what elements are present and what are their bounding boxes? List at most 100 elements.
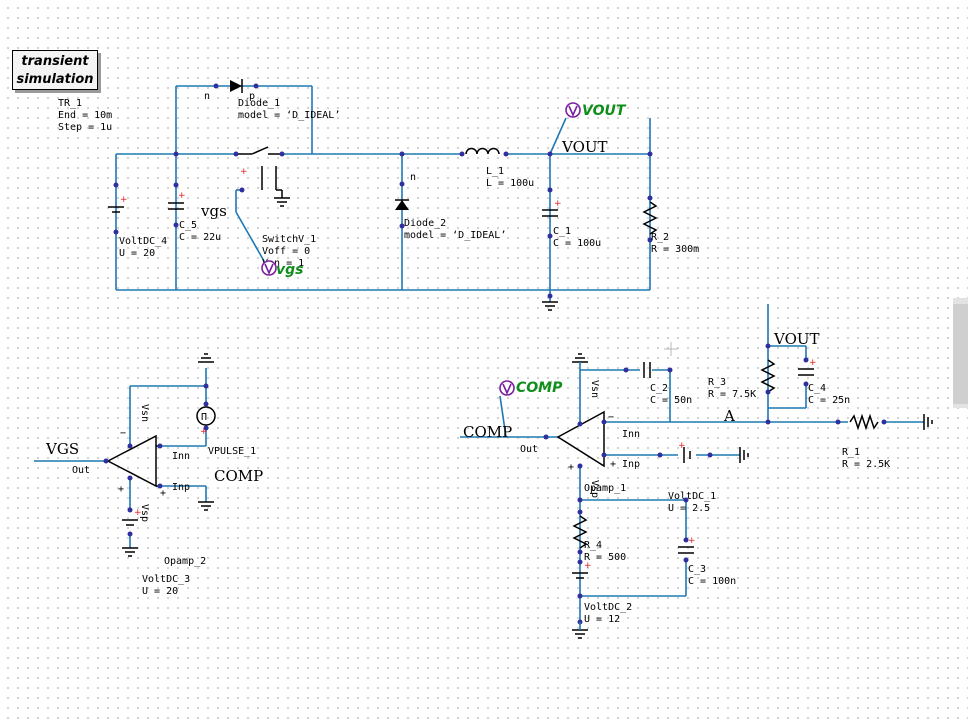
opamp1-inp: Inp [622,459,640,470]
l1-name: L_1 [486,166,504,177]
opamp2-vsn: Vsn [139,404,150,422]
vpulse-1[interactable]: Π [196,406,216,426]
diode-1[interactable] [230,79,243,93]
probe-vout-label: VOUT [582,103,627,119]
ground-vpulse [198,353,214,363]
opamp2-inp: Inp [172,482,190,493]
diode2-n-label: n [410,172,416,183]
probe-vgs[interactable]: vgs [261,260,303,278]
opamp1-vsn: Vsn [589,380,600,398]
ground-power [542,301,558,311]
volt2-name: VoltDC_2 [584,602,632,613]
probe-vout[interactable]: VOUT [565,102,627,119]
opamp-1[interactable] [556,410,605,468]
ground-volt2 [572,629,588,639]
r3-val: R = 7.5K [708,389,756,400]
r2-val: R = 300m [651,244,699,255]
volt2-val: U = 12 [584,614,620,625]
r1-val: R = 2.5K [842,459,890,470]
opamp1-plusmark: + [568,462,574,473]
resistor-r2[interactable] [642,201,658,235]
probe-comp-label: COMP [516,380,563,396]
capacitor-c4[interactable] [798,368,814,376]
capacitor-c2[interactable] [643,362,651,378]
c4-name: C_4 [808,383,826,394]
c4-val: C = 25n [808,395,850,406]
c3-name: C_3 [688,564,706,575]
diode1-model: model = ‘D_IDEAL’ [238,110,340,121]
resistor-r3[interactable] [760,359,776,393]
inductor-l1[interactable] [465,147,500,155]
volt1-plus: + [678,441,686,451]
c5-plus: + [178,191,186,201]
opamp-2[interactable] [106,434,160,488]
sim-block-line1: transient [21,54,89,69]
vertical-scrollbar-thumb[interactable] [953,304,968,404]
opamp1-wires [460,304,924,622]
switch-name: SwitchV_1 [262,234,316,245]
opamp2-name: Opamp_2 [164,556,206,567]
cursor-crosshair [664,342,678,356]
tr1-name: TR_1 [58,98,82,109]
ground-volt1 [739,447,749,463]
probe-vgs-label: vgs [276,262,303,278]
sim-block-line2: simulation [16,72,94,87]
diode2-model: model = ‘D_IDEAL’ [404,230,506,241]
volt3-val: U = 20 [142,586,178,597]
r4-name: R_4 [584,540,602,551]
c2-name: C_2 [650,383,668,394]
tr1-end: End = 10m [58,110,112,121]
opamp1-out: Out [520,444,538,455]
switch-plus: + [240,167,248,177]
ground-opamp2-inp [198,501,214,511]
net-label-VGS: VGS [45,440,79,458]
switch-von: Von = 1 [262,258,304,269]
c1-val: C = 100u [553,238,601,249]
net-label-A: A [723,407,735,425]
opamp2-inp-plus: + [160,488,166,499]
volt4-name: VoltDC_4 [119,236,167,247]
r4-val: R = 500 [584,552,626,563]
capacitor-c3[interactable] [678,546,694,554]
net-label-vgs-upper: vgs [200,202,227,220]
c5-name: C_5 [179,220,197,231]
diode-2[interactable] [395,199,409,210]
vpulse-plus: + [200,427,208,437]
c3-plus: + [688,536,696,546]
opamp1-inn: Inn [622,429,640,440]
opamp2-out: Out [72,465,90,476]
voltdc-4[interactable] [108,206,124,213]
opamp1-minus: − [608,412,614,423]
tr1-step: Step = 1u [58,122,112,133]
power-stage-wires [115,85,651,302]
c1-plus: + [554,199,562,209]
net-label-COMP-left: COMP [214,467,263,485]
capacitor-c5[interactable] [168,202,184,210]
volt4-val: U = 20 [119,248,155,259]
volt1-name: VoltDC_1 [668,491,716,502]
opamp2-minus: − [120,428,126,439]
opamp2-plusmark: + [118,484,124,495]
volt4-plus: + [120,195,128,205]
switch-v1[interactable] [236,146,290,207]
resistor-r1[interactable] [849,413,879,431]
volt2-plus: + [584,561,592,571]
transient-simulation-block[interactable]: transient simulation [12,50,98,90]
c1-name: C_1 [553,226,571,237]
diode2-name: Diode_2 [404,218,446,229]
voltdc-3[interactable] [122,519,138,526]
opamp2-vsp: Vsp [139,504,150,522]
probe-comp[interactable]: COMP [499,380,563,396]
resistor-r4[interactable] [572,515,588,549]
ground-volt3 [122,547,138,557]
c3-val: C = 100n [688,576,736,587]
r2-name: R_2 [651,232,669,243]
voltdc-1[interactable] [683,447,691,463]
vpulse-name: VPULSE_1 [208,446,256,457]
voltdc-2[interactable] [572,572,588,579]
ground-opamp1-vsn [572,353,588,363]
volt3-plus: + [134,508,142,518]
capacitor-c1[interactable] [542,209,558,217]
